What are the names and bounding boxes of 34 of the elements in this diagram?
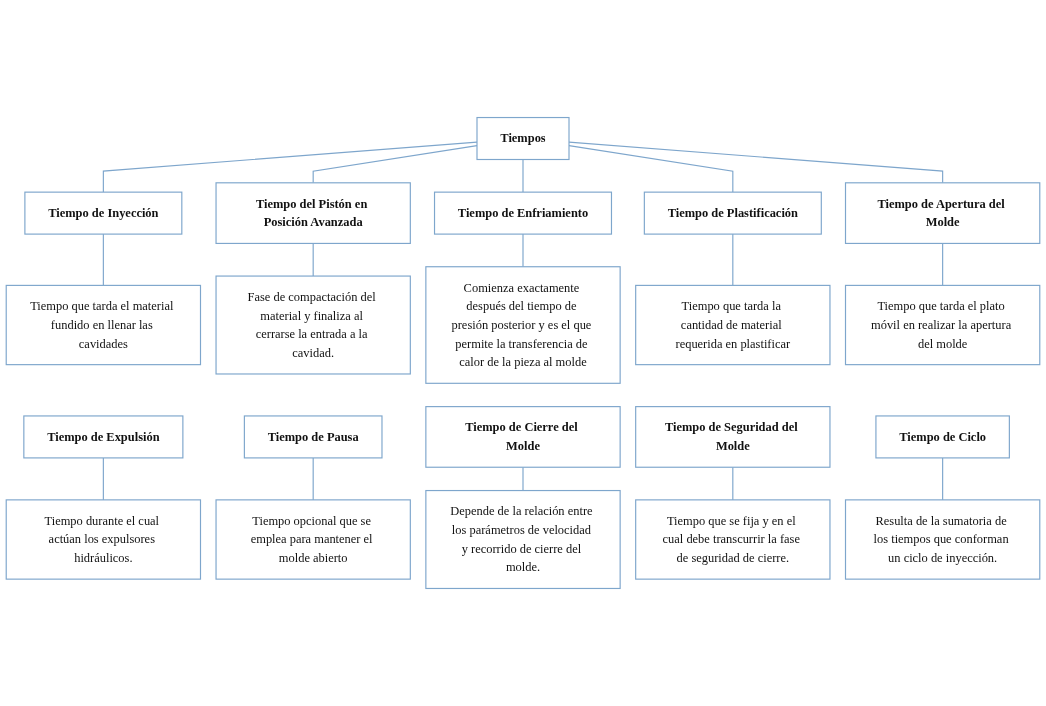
node-box: Tiempo de Apertura del Molde: [844, 182, 1041, 244]
connector: [312, 145, 478, 184]
node-box: Tiempo de Seguridad del Molde: [635, 406, 831, 468]
node-box: Tiempo de Cierre del Molde: [425, 406, 621, 468]
node-box: Tiempo que tarda el plato móvil en realizar la apertura del molde: [844, 284, 1041, 366]
node-box: Tiempo de Enfriamiento: [433, 191, 613, 235]
node-box: Tiempo que tarda el material fundido en llenar las cavidades: [5, 284, 202, 366]
connector: [522, 158, 524, 193]
node-box: Tiempo de Pausa: [243, 415, 383, 459]
connector: [102, 457, 104, 501]
connector: [522, 233, 524, 268]
connector: [102, 141, 478, 193]
node-box: Resulta de la sumatoria de los tiempos que conforman un ciclo de inyección.: [844, 499, 1041, 580]
node-box: Tiempo que se fija y en el cual debe transcurrir la fase de seguridad de cierre.: [635, 499, 831, 580]
connector: [102, 233, 104, 286]
node-box: Tiempos: [476, 116, 570, 161]
connector: [732, 466, 734, 501]
connector: [312, 242, 314, 277]
node-box: Comienza exactamente después del tiempo de presión posterior y es el que permite la transferencia de calor de la pieza al molde: [425, 266, 621, 384]
node-box: Tiempo de Ciclo: [875, 415, 1010, 459]
node-box: Tiempo de Inyección: [24, 191, 183, 235]
node-box: Depende de la relación entre los parámetros de velocidad y recorrido de cierre del molde.: [425, 489, 621, 590]
node-box: Tiempo del Pistón en Posición Avanzada: [215, 182, 411, 244]
node-box: Tiempo de Plastificación: [643, 191, 822, 235]
node-box: Fase de compactación del material y finaliza al cerrarse la entrada a la cavidad.: [215, 275, 411, 375]
connector: [522, 466, 524, 492]
connector: [732, 233, 734, 286]
node-box: Tiempo que tarda la cantidad de material requerida en plastificar: [635, 284, 831, 366]
connector: [942, 242, 944, 286]
node-box: Tiempo opcional que se emplea para mantener el molde abierto: [215, 499, 411, 580]
node-box: Tiempo de Expulsión: [23, 415, 184, 459]
connector: [312, 457, 314, 501]
node-box: Tiempo durante el cual actúan los expulsores hidráulicos.: [5, 499, 202, 580]
connector: [942, 457, 944, 501]
